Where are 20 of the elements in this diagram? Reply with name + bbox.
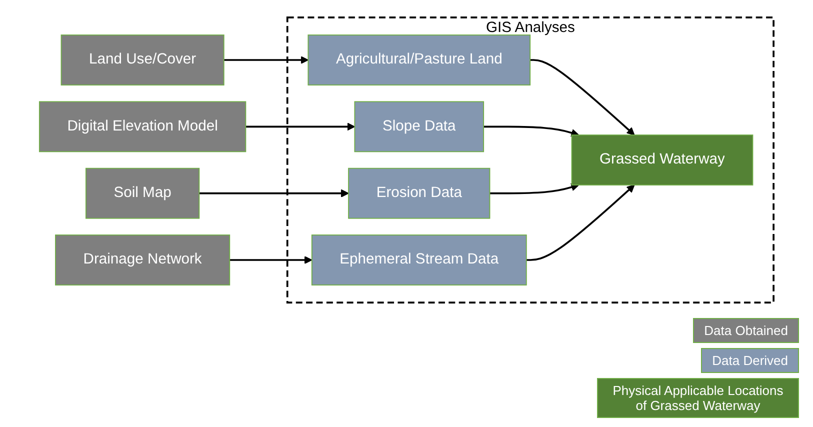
legend-item: Data Obtained	[693, 318, 799, 343]
node-box: Drainage Network	[55, 234, 230, 286]
node-box: Land Use/Cover	[60, 34, 224, 86]
arrow	[530, 59, 635, 136]
arrow	[230, 256, 312, 264]
node-box: Ephemeral Stream Data	[311, 234, 527, 286]
node-box: Agricultural/Pasture Land	[308, 34, 531, 86]
node-box: Soil Map	[86, 168, 200, 219]
arrow	[224, 56, 309, 64]
arrow	[526, 184, 635, 261]
node-box: Slope Data	[354, 101, 484, 152]
arrow	[484, 126, 580, 137]
legend-item: Physical Applicable Locations of Grassed Waterway	[597, 378, 799, 418]
node-box: Grassed Waterway	[571, 134, 754, 186]
arrow	[246, 122, 356, 131]
legend-item: Data Derived	[701, 348, 799, 373]
arrow	[199, 189, 349, 198]
node-box: Digital Elevation Model	[38, 101, 246, 152]
arrow	[490, 183, 580, 194]
node-box: Erosion Data	[348, 168, 490, 219]
